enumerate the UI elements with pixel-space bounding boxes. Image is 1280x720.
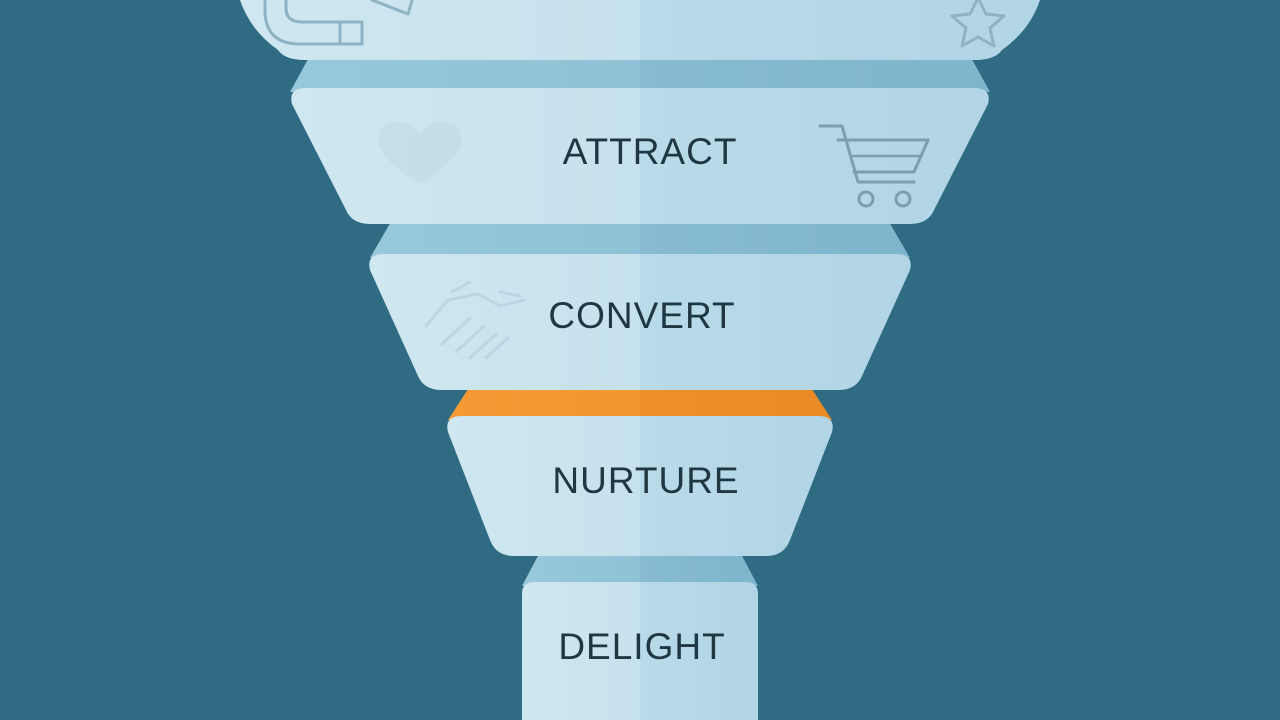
handshake-icon	[424, 280, 526, 360]
stage-label-nurture: NURTURE	[552, 460, 739, 501]
funnel-connector-3	[448, 386, 832, 420]
funnel-connector-2	[370, 220, 910, 258]
funnel-connector-1	[290, 52, 990, 92]
stage-label-attract: ATTRACT	[563, 131, 738, 172]
magnet-icon	[263, 0, 414, 46]
shopping-cart-icon	[818, 124, 930, 208]
funnel-segment-2	[291, 88, 989, 224]
stage-label-convert: CONVERT	[548, 295, 735, 336]
star-icon	[950, 0, 1006, 48]
heart-icon	[378, 122, 462, 184]
funnel-segment-3	[369, 254, 911, 390]
funnel-segment-4	[447, 416, 833, 556]
stage-label-delight: DELIGHT	[558, 626, 725, 667]
funnel-segment-5	[522, 582, 758, 720]
funnel-segment-1	[240, 0, 1040, 60]
funnel-connector-4	[522, 552, 758, 586]
